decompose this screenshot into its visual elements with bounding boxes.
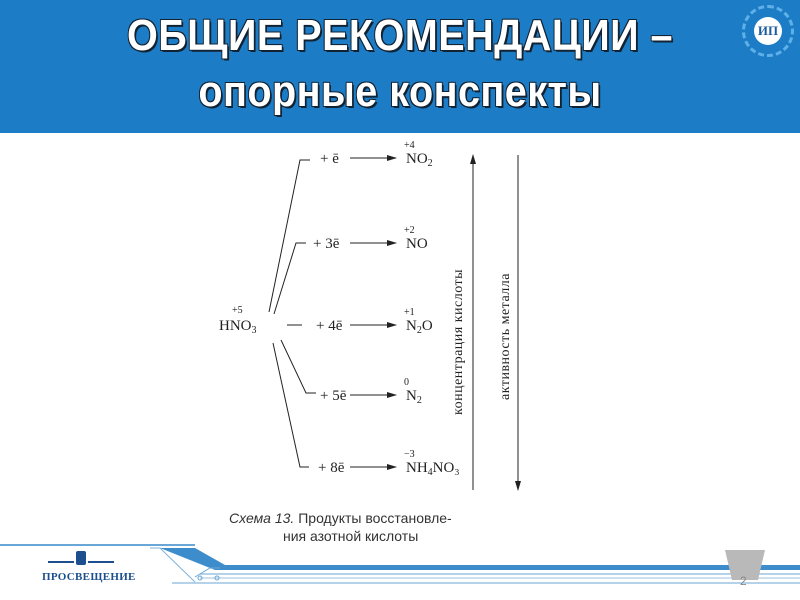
scheme-caption-line-1: Схема 13. Продукты восстановле- [229,510,452,526]
slide-title: ОБЩИЕ РЕКОМЕНДАЦИИ – опорные конспекты [40,8,760,120]
scheme-row: + 5ē 0N2 [320,377,422,406]
header-banner: ОБЩИЕ РЕКОМЕНДАЦИИ – опорные конспекты И… [0,0,800,133]
electron-count: + 4ē [316,318,343,334]
product-oxidation-state: +4 [404,140,415,151]
title-line-2: опорные конспекты [198,67,602,116]
product-formula: NH4NO₃ [406,460,460,478]
branch-lines [268,159,316,468]
product-oxidation-state: +2 [404,225,415,236]
reactant-formula: HNO3 [219,318,257,336]
metal-activity-label: активность металла [498,273,513,400]
publisher-logo-icon: ИП [742,5,794,57]
electron-count: + 8ē [318,460,345,476]
logo-mark: ИП [754,17,782,45]
product-formula: NO2 [406,151,433,169]
scheme-row: + 3ē +2NO [313,225,428,252]
title-line-1: ОБЩИЕ РЕКОМЕНДАЦИИ – [127,11,673,60]
electron-count: + 5ē [320,388,347,404]
electron-count: + 3ē [313,236,340,252]
product-formula: N2 [406,388,422,406]
publisher-brand: ПРОСВЕЩЕНИЕ [42,571,136,583]
product-formula: NO [406,236,428,252]
product-oxidation-state: +1 [404,307,415,318]
acid-concentration-label: концентрация кислоты [451,269,466,415]
electron-count: + ē [320,151,339,167]
product-oxidation-state: −3 [404,449,415,460]
reactant-oxidation-state: +5 [232,305,243,316]
footer-decoration [0,544,800,584]
product-oxidation-state: 0 [404,377,409,388]
footer-logo-icon [76,551,86,565]
page-number: 2 [740,574,747,588]
scheme-caption-line-2: ния азотной кислоты [283,528,418,544]
product-formula: N2O [406,318,433,336]
